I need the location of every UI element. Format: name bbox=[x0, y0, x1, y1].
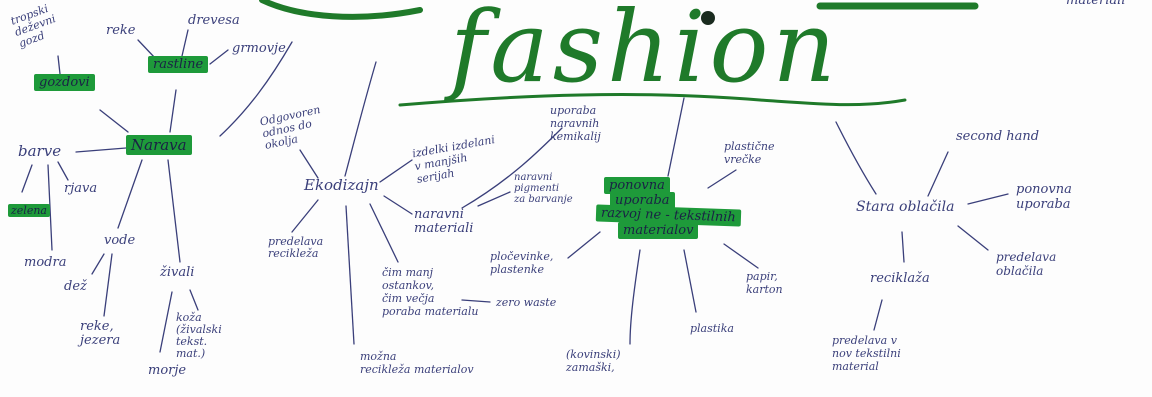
node-ponovna-uporaba-right: ponovna uporaba bbox=[1016, 182, 1072, 212]
arrow-stara-predelava bbox=[957, 225, 989, 251]
node-predelava-oblacila: predelava oblačila bbox=[996, 250, 1057, 278]
arrow-narava-barve bbox=[75, 147, 127, 153]
arrow-ekodizajn-izdelki bbox=[379, 159, 413, 183]
arrow-title-ponovna bbox=[667, 97, 685, 177]
node-plocevinke: pločevinke, plastenke bbox=[490, 250, 554, 276]
node-plastika: plastika bbox=[690, 322, 734, 335]
arrow-ekodizajn-cimmanj bbox=[369, 203, 399, 263]
node-reke: reke bbox=[106, 23, 136, 38]
arrow-reciklaza-predelava bbox=[873, 299, 883, 331]
node-kovinski: (kovinski) zamaški, bbox=[566, 348, 621, 374]
arrow-title-narava bbox=[219, 41, 293, 137]
node-reke-jezera: reke, jezera bbox=[80, 319, 121, 348]
node-reciklaza: reciklaža bbox=[870, 271, 930, 286]
arrow-vode-reke bbox=[103, 253, 113, 317]
title-swash bbox=[259, 0, 423, 20]
node-second-hand: second hand bbox=[956, 129, 1040, 144]
arrow-title-stara bbox=[835, 121, 877, 195]
arrow-gozdovi-tropski bbox=[57, 55, 61, 75]
arrow-stara-ponovna bbox=[967, 193, 1009, 205]
node-gozdovi: gozdovi bbox=[34, 74, 95, 91]
arrow-ponovna-papir bbox=[723, 243, 759, 269]
arrow-ponovna-kovinski bbox=[629, 249, 641, 345]
node-narava: Narava bbox=[126, 135, 192, 155]
arrow-naravni-pigmenti bbox=[477, 191, 511, 207]
node-zivali: živali bbox=[160, 265, 195, 280]
title-dot bbox=[701, 11, 715, 25]
node-zero-waste: zero waste bbox=[496, 296, 557, 309]
node-papir: papir, karton bbox=[746, 270, 783, 296]
node-predelava-v: predelava v nov tekstilni material bbox=[832, 334, 901, 373]
node-dez: dež bbox=[64, 279, 87, 294]
node-cim-manj: čim manj ostankov, čim večja poraba mate… bbox=[382, 266, 479, 318]
node-koza: koža (živalski tekst. mat.) bbox=[176, 311, 222, 360]
arrow-ekodizajn-mozna bbox=[345, 205, 355, 345]
node-plasticne: plastične vrečke bbox=[724, 140, 775, 166]
arrow-cimmanj-zerowaste bbox=[461, 299, 491, 303]
node-predelava-reciklaza: predelava recikleža bbox=[268, 235, 324, 260]
arrow-zivali-koza bbox=[189, 289, 199, 311]
arrow-vode-dez bbox=[91, 253, 105, 275]
arrow-ekodizajn-odgovoren bbox=[299, 149, 319, 179]
node-uporaba: uporaba naravnih kemikalij bbox=[550, 104, 601, 143]
node-vode: vode bbox=[104, 233, 136, 248]
node-morje: morje bbox=[148, 363, 187, 378]
arrow-narava-gozdovi bbox=[99, 109, 129, 133]
arrow-zivali-morje bbox=[159, 291, 173, 353]
arrow-stara-second bbox=[927, 151, 949, 197]
arrow-ekodizajn-predelava bbox=[291, 199, 319, 233]
corner-text: materiali bbox=[1066, 0, 1126, 8]
node-barve: barve bbox=[18, 142, 62, 160]
node-zelena: zelena bbox=[8, 204, 50, 218]
node-naravni-materiali: naravni materiali bbox=[414, 207, 474, 236]
arrow-rastline-reke bbox=[137, 39, 156, 59]
arrow-stara-reciklaza bbox=[901, 231, 905, 263]
arrow-barve-modra bbox=[47, 164, 53, 251]
arrow-title-ekodizajn bbox=[344, 61, 377, 177]
node-stara-oblacila: Stara oblačila bbox=[856, 199, 955, 215]
node-mozna: možna recikleža materialov bbox=[360, 350, 474, 376]
arrow-narava-rastline bbox=[169, 89, 177, 133]
arrow-ponovna-plasticne bbox=[707, 169, 737, 189]
node-modra: modra bbox=[24, 255, 67, 270]
node-ekodizajn: Ekodizajn bbox=[304, 176, 379, 194]
title-underline bbox=[398, 93, 907, 107]
arrow-rastline-grmovje bbox=[209, 49, 229, 65]
node-ponovna-uporaba: ponovna uporaba razvoj ne - tekstilnih m… bbox=[595, 177, 742, 239]
arrow-ponovna-plocevinke bbox=[567, 231, 601, 259]
arrow-barve-rjava bbox=[57, 161, 69, 181]
node-drevesa: drevesa bbox=[188, 13, 240, 28]
arrow-naravni-uporaba bbox=[461, 127, 563, 209]
arrow-narava-vode bbox=[117, 159, 143, 229]
node-rastline: rastline bbox=[148, 56, 209, 73]
arrow-ponovna-plastika bbox=[683, 249, 697, 313]
arrow-barve-zelena bbox=[21, 164, 33, 193]
arrow-rastline-drevesa bbox=[181, 29, 189, 57]
node-grmovje: grmovje bbox=[232, 41, 286, 56]
arrow-ekodizajn-naravni bbox=[383, 195, 413, 215]
node-pigmenti: naravni pigmenti za barvanje bbox=[514, 172, 573, 205]
title: fashion bbox=[450, 0, 840, 105]
node-rjava: rjava bbox=[64, 181, 98, 196]
arrow-narava-zivali bbox=[167, 159, 181, 263]
